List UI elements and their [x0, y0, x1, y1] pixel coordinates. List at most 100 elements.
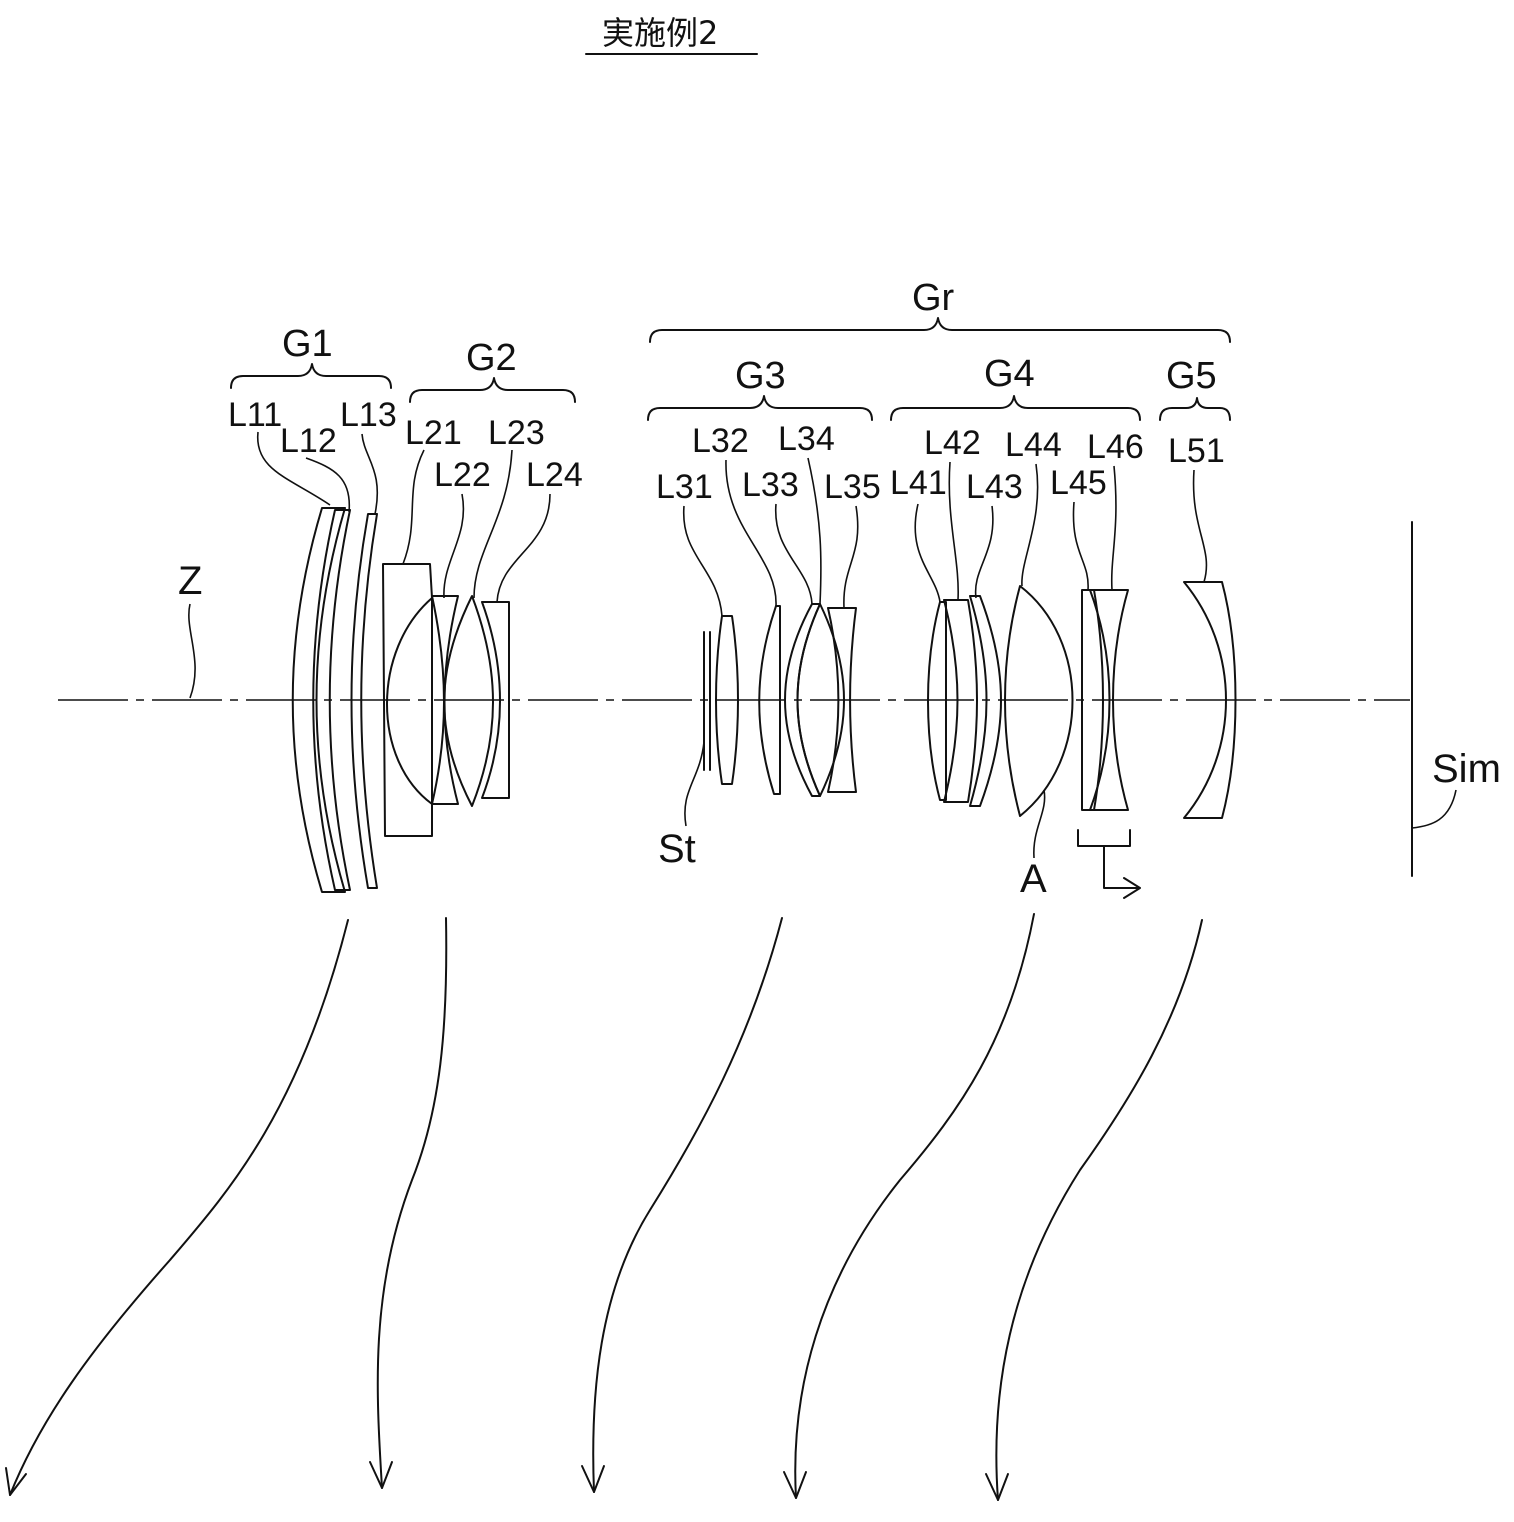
lens-label-l11: L11 — [228, 396, 282, 434]
lens-l41 — [927, 601, 947, 801]
brace-g4 — [890, 395, 1141, 421]
leader-l23 — [473, 449, 513, 599]
focus-bracket — [1077, 829, 1131, 847]
brace-g1 — [230, 363, 392, 389]
lens-group-g4 — [927, 585, 1129, 817]
image-plane-label: Sim — [1432, 747, 1501, 791]
axis-label: Z — [178, 559, 202, 603]
group-braces — [230, 317, 1231, 421]
trajectory-g1 — [9, 919, 349, 1496]
arrowhead-g1 — [5, 1467, 27, 1496]
lens-l11 — [291, 507, 346, 893]
lens-label-l12: L12 — [280, 422, 337, 460]
lens-l42 — [943, 599, 978, 803]
leader-lines — [257, 431, 1208, 617]
lens-l34 — [796, 603, 845, 797]
focus-movement-indicator — [1077, 829, 1141, 899]
leader-l35 — [843, 505, 859, 609]
lens-label-l41: L41 — [890, 464, 947, 502]
arrowhead-g4 — [783, 1471, 807, 1499]
brace-g5 — [1159, 397, 1231, 421]
lens-label-l22: L22 — [434, 456, 491, 494]
axis-label-leader — [188, 603, 196, 699]
lens-group-g1 — [291, 507, 378, 893]
stop-label-leader — [684, 741, 705, 827]
brace-g2 — [409, 377, 576, 403]
trajectory-g5 — [995, 919, 1203, 1501]
lens-label-l33: L33 — [742, 466, 799, 504]
lens-label-l31: L31 — [656, 468, 713, 506]
lens-label-l45: L45 — [1050, 464, 1107, 502]
leader-l24 — [496, 493, 551, 603]
lens-label-l23: L23 — [488, 414, 545, 452]
lens-l51 — [1183, 581, 1237, 819]
lens-l44 — [1004, 585, 1074, 817]
leader-l31 — [683, 505, 723, 617]
arrowhead-g5 — [985, 1473, 1009, 1501]
lens-l22 — [431, 595, 459, 805]
leader-l51 — [1192, 469, 1208, 583]
group-label-g4: G4 — [984, 353, 1035, 395]
lens-label-l46: L46 — [1087, 428, 1144, 466]
leader-l43 — [974, 505, 994, 599]
lens-l31 — [715, 615, 739, 785]
group-label-g1: G1 — [282, 323, 333, 365]
leader-l32 — [725, 459, 777, 607]
page-title: 実施例2 — [602, 14, 718, 52]
lens-label-l44: L44 — [1005, 426, 1062, 464]
movement-trajectories — [5, 913, 1203, 1501]
lens-label-l13: L13 — [340, 396, 397, 434]
lens-label-l21: L21 — [405, 414, 462, 452]
lens-group-g5 — [1183, 581, 1237, 819]
leader-l42 — [948, 461, 959, 601]
lens-group-g2 — [382, 563, 510, 837]
lens-label-l34: L34 — [778, 420, 835, 458]
trajectory-g3 — [592, 917, 783, 1493]
lens-labels: L11 L12 L13 L21 L22 L23 L24 L31 L32 L33 … — [228, 396, 1225, 506]
trajectory-g2 — [376, 917, 448, 1489]
brace-gr — [649, 317, 1231, 343]
lens-l13 — [350, 513, 378, 889]
group-label-g5: G5 — [1166, 355, 1217, 397]
lens-label-l24: L24 — [526, 456, 583, 494]
aspheric-label: A — [1020, 857, 1047, 901]
leader-l46 — [1110, 465, 1117, 591]
leader-l33 — [775, 503, 813, 605]
trajectory-g4 — [794, 913, 1035, 1499]
group-label-g2: G2 — [466, 337, 517, 379]
arrowhead-g2 — [369, 1461, 393, 1489]
leader-l12 — [305, 457, 351, 513]
lens-label-l51: L51 — [1168, 432, 1225, 470]
focus-arrow — [1103, 845, 1141, 899]
lens-label-l35: L35 — [824, 468, 881, 506]
lens-l46 — [1089, 589, 1129, 811]
leader-l34 — [807, 457, 822, 605]
brace-g3 — [647, 395, 873, 421]
lens-l43 — [969, 595, 1002, 807]
leader-l41 — [914, 503, 941, 603]
group-label-gr: Gr — [912, 277, 955, 319]
lens-l23 — [443, 595, 494, 807]
lens-l12 — [312, 509, 351, 891]
lens-label-l42: L42 — [924, 424, 981, 462]
leader-l13 — [361, 433, 379, 515]
aperture-stop: St — [658, 631, 711, 871]
leader-l44 — [1021, 463, 1039, 587]
group-label-g3: G3 — [735, 355, 786, 397]
lens-group-g3 — [715, 603, 857, 797]
leader-l22 — [443, 493, 465, 599]
lens-label-l32: L32 — [692, 422, 749, 460]
leader-l21 — [402, 449, 425, 565]
image-plane-leader — [1411, 789, 1457, 829]
lens-l32 — [758, 605, 781, 795]
lens-l21-surface — [386, 597, 433, 805]
aspheric-leader — [1033, 789, 1046, 859]
stop-label: St — [658, 827, 696, 871]
arrowhead-g3 — [581, 1465, 605, 1493]
lens-l35 — [827, 607, 857, 793]
leader-l45 — [1072, 501, 1089, 591]
lens-label-l43: L43 — [966, 468, 1023, 506]
leader-l11 — [257, 431, 331, 506]
lens-l24 — [481, 601, 510, 799]
